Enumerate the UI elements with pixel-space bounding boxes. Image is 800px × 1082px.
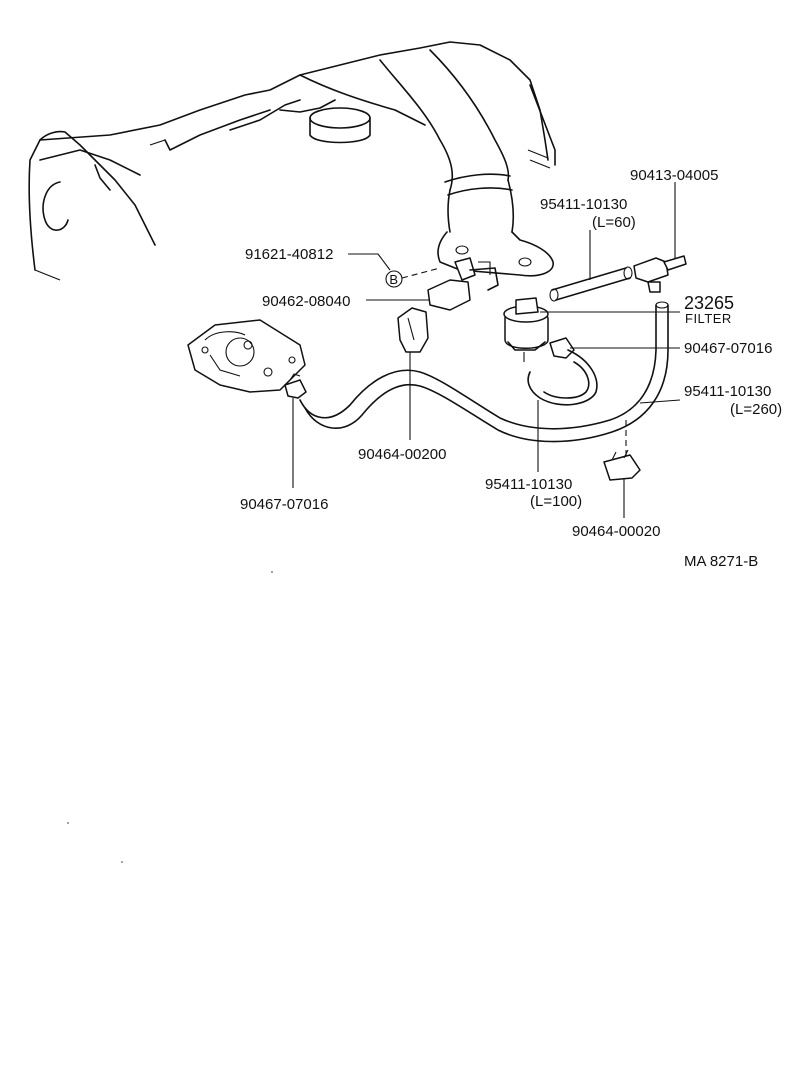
scan-speck	[271, 571, 273, 573]
label-90467-07016-left: 90467-07016	[240, 496, 328, 513]
label-95411-10130-a: 95411-10130	[540, 196, 627, 213]
hose-clip-lower-icon	[603, 449, 641, 481]
scan-speck	[67, 822, 69, 824]
label-95411-10130-a-length: (L=60)	[592, 214, 636, 231]
leader-lines	[292, 182, 681, 518]
label-filter: FILTER	[685, 311, 732, 326]
diagram-reference-code: MA 8271-B	[684, 553, 758, 570]
label-90462-08040: 90462-08040	[262, 293, 350, 310]
scan-speck	[121, 861, 123, 863]
hose-clamp-left-icon	[284, 373, 307, 399]
engine-block-icon	[28, 41, 549, 281]
vacuum-hose-medium-icon	[527, 349, 598, 406]
label-95411-10130-b-length: (L=260)	[730, 401, 782, 418]
label-90467-07016-right: 90467-07016	[684, 340, 772, 357]
label-23265: 23265	[684, 293, 734, 313]
throttle-body-icon	[187, 319, 306, 393]
label-95411-10130-c-length: (L=100)	[530, 493, 582, 510]
bolt-marker-icon: B	[385, 270, 403, 288]
hose-clip-center-icon	[397, 307, 429, 353]
hose-clamp-right-icon	[549, 337, 575, 359]
vacuum-hose-long-icon	[299, 301, 669, 443]
vacuum-hose-short-icon	[549, 266, 633, 302]
bolt-marker-label: B	[389, 272, 398, 287]
label-90464-00020: 90464-00020	[572, 523, 660, 540]
label-95411-10130-b: 95411-10130	[684, 383, 771, 400]
union-connector-icon	[633, 255, 687, 293]
label-90464-00200: 90464-00200	[358, 446, 446, 463]
air-duct-icon	[299, 49, 556, 277]
vsv-bracket-icon	[427, 257, 499, 311]
label-91621-40812: 91621-40812	[245, 246, 333, 263]
label-95411-10130-c: 95411-10130	[485, 476, 572, 493]
label-90413-04005: 90413-04005	[630, 167, 718, 184]
filter-icon	[503, 297, 549, 362]
